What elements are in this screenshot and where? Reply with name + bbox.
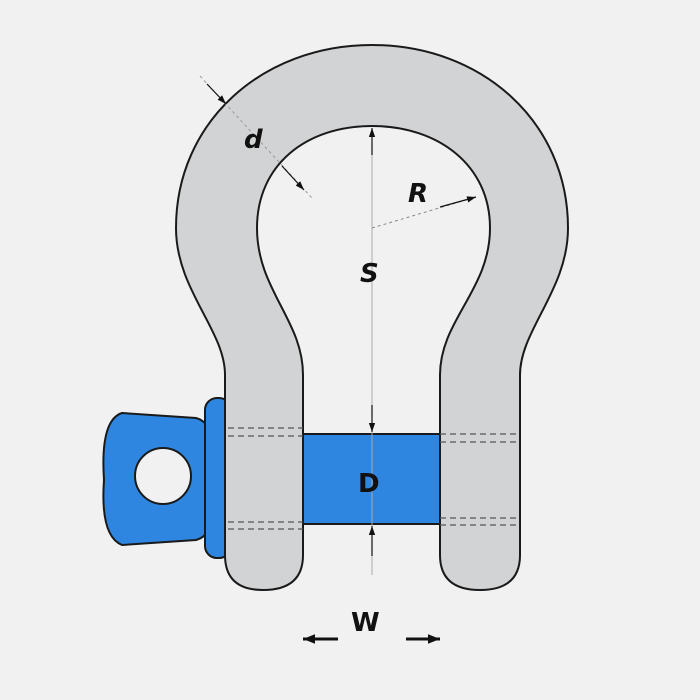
hidden-pin-lines: [228, 427, 520, 530]
d-material-arrow-outer: [206, 83, 227, 105]
label-s-inside-length: S: [360, 259, 379, 289]
label-d-material: d: [244, 125, 263, 155]
d-material-arrow-inner: [281, 165, 305, 191]
label-d-pin-diameter: D: [358, 469, 380, 499]
label-r-radius: R: [408, 179, 428, 209]
shackle-bow: [174, 43, 570, 592]
label-w-width: W: [351, 608, 380, 638]
r-radius-arrow: [439, 196, 477, 208]
pin-eye-hole: [134, 447, 192, 505]
